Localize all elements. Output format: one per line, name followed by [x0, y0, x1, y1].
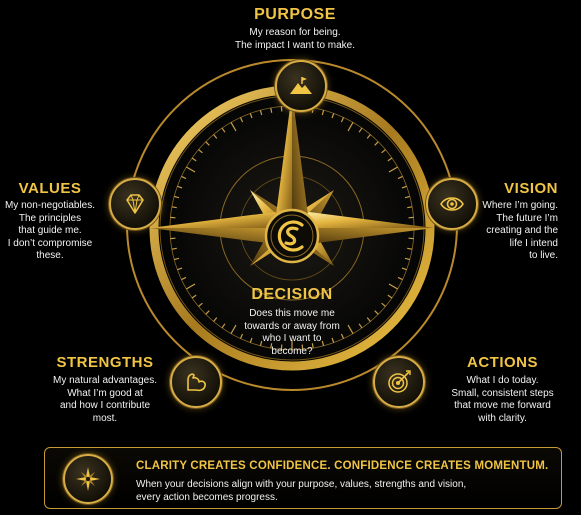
strengths-icon-badge: [170, 356, 222, 408]
compass-tick: [191, 157, 197, 162]
compass-tick: [407, 247, 413, 250]
compass-ticks: [170, 106, 414, 350]
values-block: VALUES My non-negotiables. The principle…: [0, 180, 100, 263]
actions-title: ACTIONS: [467, 354, 538, 371]
cs-monogram-icon: [277, 220, 304, 252]
compass-tick: [259, 110, 263, 116]
compass-tick: [213, 134, 218, 139]
compass-tick: [177, 267, 183, 271]
compass-tick: [198, 302, 203, 307]
compass-tick: [347, 122, 354, 132]
compass-tick: [358, 323, 363, 329]
compass-tick: [191, 294, 197, 299]
strengths-desc: My natural advantages. What I’m good at …: [53, 375, 157, 424]
banner-icon-badge: [63, 454, 113, 504]
compass-tick: [388, 283, 398, 290]
decision-desc: Does this move me towards or away from w…: [244, 308, 340, 357]
compass-tick: [340, 333, 345, 339]
compass-tick: [205, 310, 210, 315]
compass-tick: [230, 122, 237, 132]
actions-desc: What I do today. Small, consistent steps…: [451, 375, 554, 424]
compass-tick: [174, 257, 180, 261]
compass-tick: [388, 166, 398, 173]
vision-icon-badge: [426, 178, 478, 230]
compass-tick: [181, 175, 187, 180]
compass-tick: [171, 247, 177, 250]
compass-star-main: [150, 92, 434, 244]
banner-body: When your decisions align with your purp…: [136, 479, 467, 503]
compass-tick: [340, 117, 345, 123]
compass-tick: [407, 206, 413, 209]
values-icon-badge: [109, 178, 161, 230]
compass-tick: [374, 310, 379, 315]
diamond-icon: [126, 194, 144, 214]
bottom-banner: CLARITY CREATES CONFIDENCE. CONFIDENCE C…: [44, 447, 562, 509]
compass-tick: [174, 195, 180, 199]
compass-tick: [205, 141, 210, 146]
compass-tick: [239, 117, 244, 123]
vision-title: VISION: [504, 180, 558, 197]
compass-tick: [366, 134, 371, 139]
compass-tick: [387, 157, 393, 162]
eye-icon: [440, 197, 464, 211]
decision-title: DECISION: [251, 286, 333, 303]
compass-tick: [270, 343, 273, 349]
actions-block: ACTIONS What I do today. Small, consiste…: [440, 354, 565, 425]
compass-tick: [397, 276, 403, 281]
purpose-desc: My reason for being. The impact I want t…: [234, 27, 356, 51]
compass-tick: [270, 107, 273, 113]
vision-block: VISION Where I’m going. The future I’m c…: [470, 180, 558, 263]
purpose-icon-badge: [275, 60, 327, 112]
purpose-title: PURPOSE: [254, 6, 336, 23]
compass-tick: [249, 113, 253, 119]
compass-tick: [404, 257, 410, 261]
compass-tick: [381, 149, 386, 154]
compass-tick: [230, 324, 237, 334]
compass-tick: [374, 141, 379, 146]
values-title: VALUES: [18, 180, 82, 197]
compass-tick: [239, 333, 244, 339]
compass-tick: [397, 175, 403, 180]
compass-tick: [331, 113, 335, 119]
compass-tick: [186, 166, 196, 173]
compass-tick: [321, 340, 325, 346]
compass-tick: [358, 127, 363, 133]
mountain-flag-icon: [290, 77, 312, 94]
compass-tick: [259, 340, 263, 346]
decision-block: DECISION Does this move me towards or aw…: [222, 286, 362, 358]
compass-tick: [404, 195, 410, 199]
compass-tick: [381, 302, 386, 307]
compass-tick: [366, 317, 371, 322]
compass-tick: [331, 337, 335, 343]
values-desc: My non-negotiables. The principles that …: [4, 200, 96, 261]
banner-headline: CLARITY CREATES CONFIDENCE. CONFIDENCE C…: [136, 460, 549, 472]
actions-icon-badge: [373, 356, 425, 408]
compass-tick: [177, 185, 183, 189]
compass-tick: [221, 127, 226, 133]
vision-desc: Where I’m going. The future I’m creating…: [482, 200, 558, 261]
compass-tick: [401, 267, 407, 271]
target-arrow-icon: [388, 370, 411, 393]
compass-tick: [171, 206, 177, 209]
compass-tick: [347, 324, 354, 334]
compass-tick: [213, 317, 218, 322]
compass-star-icon: [76, 467, 100, 491]
compass-tick: [401, 185, 407, 189]
compass-tick: [181, 276, 187, 281]
compass-tick: [311, 343, 314, 349]
compass-tick: [198, 149, 203, 154]
strengths-block: STRENGTHS My natural advantages. What I’…: [40, 354, 170, 425]
flexed-arm-icon: [187, 373, 206, 392]
compass-tick: [186, 283, 196, 290]
compass-tick: [387, 294, 393, 299]
strengths-title: STRENGTHS: [56, 354, 154, 371]
compass-tick: [221, 323, 226, 329]
compass-tick: [321, 110, 325, 116]
compass-tick: [249, 337, 253, 343]
purpose-block: PURPOSE My reason for being. The impact …: [190, 6, 400, 52]
